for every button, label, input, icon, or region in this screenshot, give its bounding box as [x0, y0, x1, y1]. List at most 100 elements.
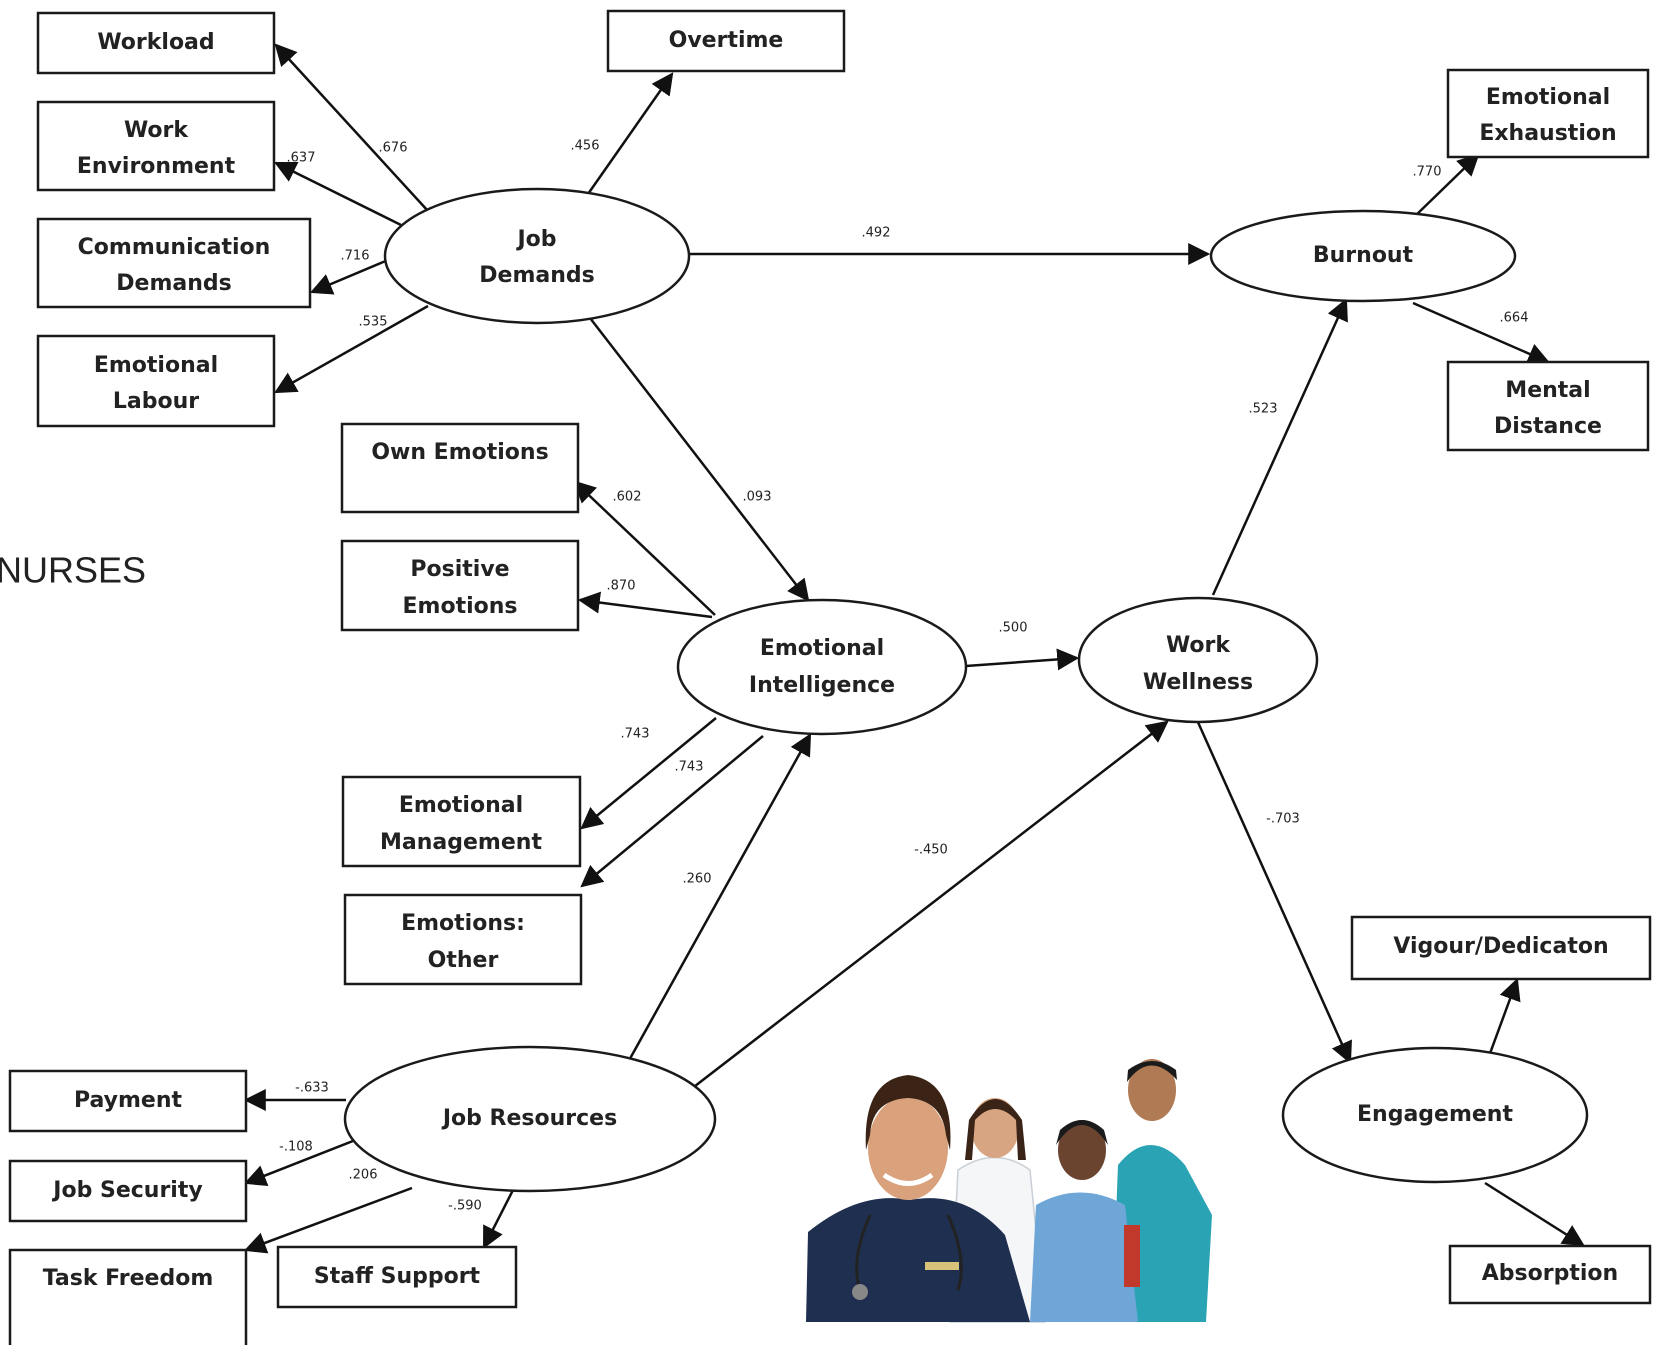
coef-jr-support: -.590 — [448, 1199, 482, 1214]
box-other-line2: Other — [428, 948, 499, 973]
construct-job-demands: Job Demands — [383, 187, 691, 325]
box-communication-line2: Demands — [116, 271, 231, 296]
edge-jd-workload — [274, 43, 429, 212]
box-emotions-other: Emotions: Other — [343, 893, 583, 986]
edge-jr-ei — [620, 733, 812, 1074]
edge-jr-support — [482, 1189, 515, 1249]
box-absorption: Absorption — [1448, 1244, 1652, 1305]
construct-ei-line1: Emotional — [760, 636, 884, 661]
nurses-label: NURSES — [0, 550, 146, 591]
construct-work-wellness: Work Wellness — [1077, 596, 1319, 724]
nurse-figure-lightblue — [1030, 1120, 1140, 1322]
box-payment: Payment — [8, 1069, 248, 1133]
edge-ei-other — [580, 735, 764, 888]
construct-ww-line2: Wellness — [1143, 670, 1253, 695]
box-positive-emotions: Positive Emotions — [340, 539, 580, 632]
edge-ei-own — [573, 480, 716, 616]
box-job-security: Job Security — [8, 1159, 248, 1223]
coef-jd-communication: .716 — [341, 249, 370, 264]
coef-jd-work-environment: .637 — [287, 151, 316, 166]
box-mental-distance-line1: Mental — [1505, 378, 1590, 403]
nurse-figure-navy — [806, 1075, 1030, 1322]
box-workload-line1: Workload — [97, 30, 214, 55]
coef-jd-ei: .093 — [743, 490, 772, 505]
box-exhaustion-line2: Exhaustion — [1479, 121, 1616, 146]
box-work-environment: Work Environment — [36, 100, 276, 192]
coef-ei-own: .602 — [613, 490, 642, 505]
box-work-environment-line1: Work — [124, 118, 189, 143]
box-vigour-line1: Vigour/Dedicaton — [1393, 934, 1608, 959]
construct-job-resources: Job Resources — [343, 1045, 717, 1193]
box-vigour-dedication: Vigour/Dedicaton — [1350, 915, 1652, 981]
coef-jd-burnout: .492 — [862, 226, 891, 241]
box-mental-distance: Mental Distance — [1446, 360, 1650, 452]
edge-jr-security — [243, 1137, 359, 1186]
construct-job-demands-line1: Job — [515, 227, 556, 252]
box-emotional-labour: Emotional Labour — [36, 334, 276, 428]
box-positive-line2: Emotions — [403, 594, 518, 619]
box-management-line1: Emotional — [399, 793, 523, 818]
coef-ei-management: .743 — [621, 727, 650, 742]
edge-jd-overtime — [586, 72, 674, 195]
coef-jd-workload: .676 — [379, 141, 408, 156]
box-overtime-line1: Overtime — [669, 28, 784, 53]
edge-jd-ei — [589, 317, 810, 602]
coef-jr-security: -.108 — [279, 1140, 313, 1155]
coef-ei-ww: .500 — [999, 621, 1028, 636]
edge-engagement-absorption — [1484, 1181, 1585, 1247]
box-emotional-management: Emotional Management — [341, 775, 582, 868]
box-task-freedom-line1: Task Freedom — [43, 1266, 214, 1291]
construct-burnout: Burnout — [1209, 209, 1517, 303]
edges — [243, 43, 1585, 1254]
box-other-line1: Emotions: — [401, 911, 525, 936]
edge-jd-communication — [309, 258, 389, 295]
box-mental-distance-line2: Distance — [1494, 414, 1602, 439]
box-emotional-labour-line2: Labour — [113, 389, 199, 414]
edge-jd-work-environment — [274, 161, 402, 227]
edge-ei-positive — [577, 591, 713, 619]
construct-ei-line2: Intelligence — [749, 673, 895, 698]
construct-engagement-line1: Engagement — [1357, 1102, 1513, 1127]
edge-jr-freedom — [243, 1186, 413, 1254]
box-communication-demands: Communication Demands — [36, 217, 312, 309]
box-payment-line1: Payment — [74, 1088, 183, 1113]
coef-jr-freedom: .206 — [349, 1168, 378, 1183]
coef-jd-emotional-labour: .535 — [359, 315, 388, 330]
construct-burnout-line1: Burnout — [1313, 243, 1414, 268]
box-emotional-exhaustion: Emotional Exhaustion — [1446, 68, 1650, 159]
construct-engagement: Engagement — [1281, 1046, 1589, 1184]
box-emotional-labour-line1: Emotional — [94, 353, 218, 378]
coef-burnout-exhaustion: .770 — [1413, 165, 1442, 180]
box-own-emotions: Own Emotions — [340, 422, 580, 514]
coef-ei-positive: .870 — [607, 579, 636, 594]
box-job-security-line1: Job Security — [51, 1178, 202, 1203]
box-communication-line1: Communication — [78, 235, 271, 260]
nurses-group-photo — [806, 1059, 1212, 1323]
box-exhaustion-line1: Emotional — [1486, 85, 1610, 110]
edge-ei-management — [580, 717, 717, 830]
edge-ww-burnout — [1211, 297, 1348, 596]
coef-ww-burnout: .523 — [1249, 402, 1278, 417]
box-absorption-line1: Absorption — [1482, 1261, 1618, 1286]
coef-ww-engagement: -.703 — [1266, 812, 1300, 827]
coefficients: .676 .637 .716 .535 .456 .492 .093 .770 … — [279, 139, 1528, 1214]
box-staff-support: Staff Support — [276, 1245, 518, 1309]
construct-job-demands-line2: Demands — [479, 263, 594, 288]
coef-jr-ww: -.450 — [914, 843, 948, 858]
edge-jd-emotional-labour — [274, 304, 429, 394]
coef-jd-overtime: .456 — [571, 139, 600, 154]
construct-ellipses: Job Demands Burnout Emotional Intelligen… — [343, 187, 1589, 1193]
indicator-boxes: Workload Work Environment Communication … — [8, 9, 1652, 1345]
construct-ww-line1: Work — [1166, 633, 1231, 658]
coef-ei-other: .743 — [675, 760, 704, 775]
edge-ei-ww — [965, 648, 1080, 671]
box-work-environment-line2: Environment — [77, 154, 236, 179]
construct-job-resources-line1: Job Resources — [441, 1106, 617, 1131]
edge-jr-ww — [685, 720, 1169, 1094]
box-own-emotions-line1: Own Emotions — [371, 440, 548, 465]
box-workload: Workload — [36, 11, 276, 75]
coef-jr-payment: -.633 — [295, 1081, 329, 1096]
box-management-line2: Management — [380, 830, 542, 855]
edge-burnout-distance — [1412, 301, 1551, 365]
